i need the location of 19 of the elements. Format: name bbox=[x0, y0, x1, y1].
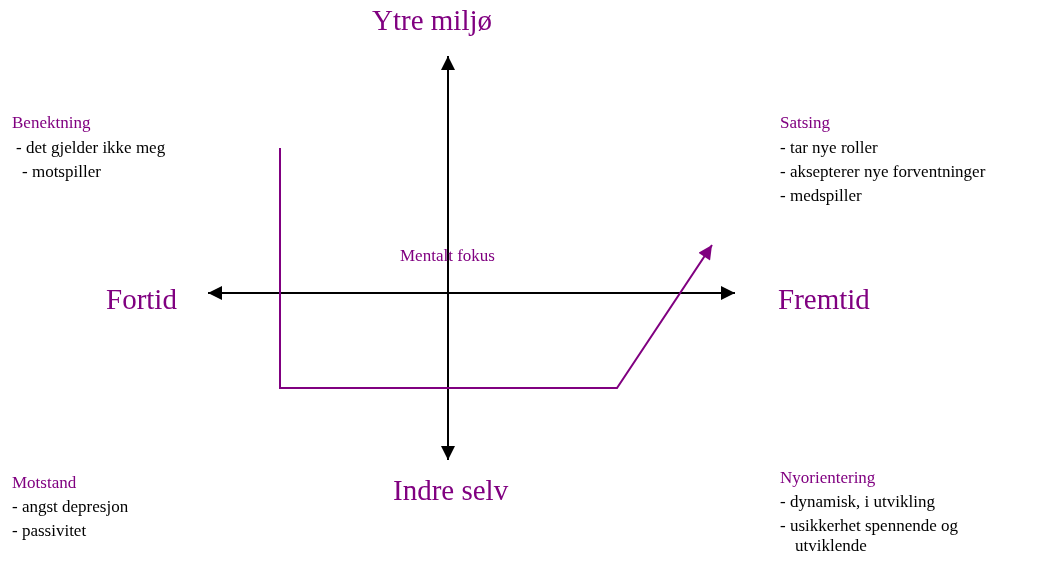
list-item: - angst depresjon bbox=[12, 497, 129, 517]
heading: Satsing bbox=[780, 113, 831, 133]
list-item: - motspiller bbox=[22, 162, 101, 182]
axis-arrow bbox=[441, 55, 455, 461]
list-item: - passivitet bbox=[12, 521, 87, 541]
axis-arrow bbox=[207, 286, 736, 300]
axis-label: Ytre miljø bbox=[372, 4, 492, 56]
heading: Motstand bbox=[12, 473, 77, 493]
list-item: - dynamisk, i utvikling bbox=[780, 492, 935, 512]
axis-label: Indre selv bbox=[393, 460, 509, 506]
axis-label: Fremtid bbox=[735, 283, 870, 315]
axis-label: Fortid bbox=[106, 283, 208, 315]
heading: Nyorientering bbox=[780, 468, 876, 488]
list-item: - medspiller bbox=[780, 186, 862, 206]
list-item: - usikkerhet spennende og utviklende bbox=[780, 516, 959, 556]
list-item: - det gjelder ikke meg bbox=[16, 138, 166, 158]
heading: Benektning bbox=[12, 113, 91, 133]
list-item: - tar nye roller bbox=[780, 138, 878, 158]
list-item: - aksepterer nye forventninger bbox=[780, 162, 986, 182]
